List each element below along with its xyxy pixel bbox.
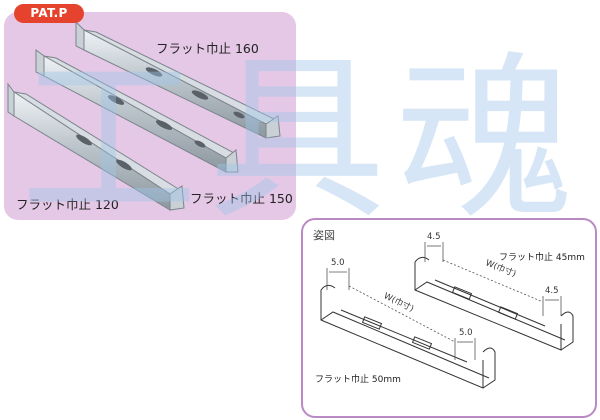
caption-120: フラット巾止 120: [16, 197, 119, 212]
line-drawing: [320, 242, 574, 389]
bracket-150-image: [35, 49, 239, 173]
patent-badge: PAT.P: [14, 4, 84, 23]
caption-150: フラット巾止 150: [190, 191, 293, 206]
bracket-50mm-drawing: [320, 284, 496, 389]
bracket-160-image: [75, 20, 281, 139]
label-50mm: フラット巾止 50mm: [315, 375, 401, 385]
dim-5-0-right: 5.0: [459, 328, 473, 338]
bracket-120-image: [7, 82, 185, 211]
product-photo: [7, 20, 281, 211]
diagram-panel: 姿図: [301, 218, 597, 418]
caption-160: フラット巾止 160: [156, 41, 259, 56]
label-45mm: フラット巾止 45mm: [499, 253, 585, 263]
dim-5-0-left: 5.0: [331, 258, 345, 268]
dim-4-5-right: 4.5: [545, 286, 559, 296]
bracket-45mm-drawing: [414, 256, 574, 351]
figure-label: 姿図: [313, 229, 335, 242]
dim-4-5-left: 4.5: [427, 232, 441, 242]
